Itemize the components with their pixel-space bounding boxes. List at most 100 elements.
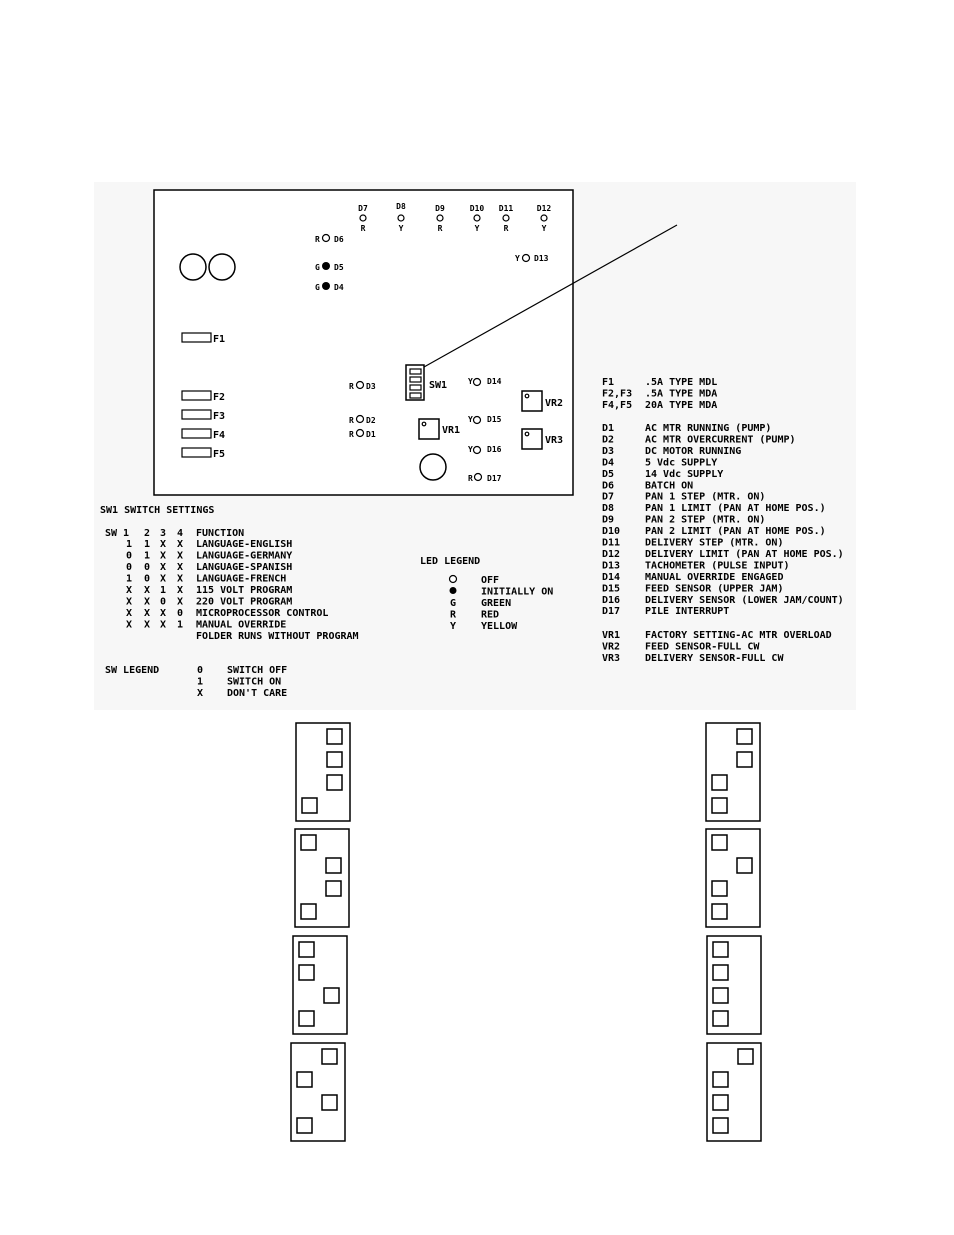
- sw1-callout-line: [423, 224, 678, 368]
- led-d6-color: R: [315, 235, 320, 244]
- led-d3-id: D3: [366, 382, 376, 391]
- led-d14-id: D14: [487, 377, 502, 386]
- led-d4-icon: [322, 282, 330, 290]
- switch-row-sw4: 0: [177, 608, 183, 619]
- fuse-f2: F2: [181, 390, 225, 403]
- led-d6: R D6: [315, 233, 344, 244]
- fuse-legend-id: F2,F3: [602, 389, 632, 400]
- sw1-label: SW1: [429, 380, 447, 391]
- led-d1-color: R: [349, 430, 354, 439]
- switch-row-sw3: X: [160, 562, 166, 573]
- led-legend-id: D14: [602, 572, 620, 583]
- pot-vr1-dot: [421, 421, 427, 427]
- pot-vr2-label: VR2: [545, 398, 563, 409]
- led-d4-id: D4: [334, 283, 344, 292]
- switch-row-function: LANGUAGE-GERMANY: [196, 551, 292, 562]
- switch-row-function: 220 VOLT PROGRAM: [196, 597, 292, 608]
- led-legend-description: 14 Vdc SUPPLY: [645, 469, 723, 480]
- pot-legend-text: DELIVERY SENSOR-FULL CW: [645, 653, 784, 664]
- sw-legend-symbol: 1: [197, 677, 203, 688]
- led-d1-id: D1: [366, 430, 376, 439]
- pot-vr2-dot: [524, 393, 530, 399]
- dip-toggle-left: [712, 987, 729, 1004]
- dip-toggle-left: [712, 941, 729, 958]
- fuse-legend-text: .5A TYPE MDL: [645, 377, 717, 388]
- dip-toggle-left: [298, 964, 315, 981]
- fuse-f5: F5: [181, 447, 225, 460]
- switch-row-sw3: X: [160, 539, 166, 550]
- led-d13-icon: [521, 253, 531, 263]
- fuse-f1-label: F1: [213, 334, 225, 345]
- dip-diagram-left-3: [292, 935, 348, 1035]
- led-d10: D10 Y: [470, 204, 485, 233]
- sw1-toggle-4: [409, 392, 422, 399]
- sw-legend-title: SW LEGEND: [105, 665, 159, 676]
- led-legend-id: D6: [602, 480, 614, 491]
- led-d8: D8 Y: [396, 202, 406, 233]
- switch-row-sw3: X: [160, 608, 166, 619]
- led-d16-icon: [472, 445, 482, 455]
- led-legend-id: D8: [602, 503, 614, 514]
- fuse-legend-text: .5A TYPE MDA: [645, 389, 717, 400]
- led-d10-id: D10: [470, 204, 485, 213]
- led-d5-icon: [322, 262, 330, 270]
- led-d17-icon: [473, 472, 483, 482]
- led-d1-icon: [355, 428, 365, 438]
- led-legend-id: D12: [602, 549, 620, 560]
- led-legend-description: PILE INTERRUPT: [645, 606, 729, 617]
- switch-settings-header-sw1: SW 1: [105, 528, 129, 539]
- pot-legend-id: VR1: [602, 630, 620, 641]
- dip-toggle-right: [326, 728, 343, 745]
- led-legend-id: D9: [602, 515, 614, 526]
- led-d7: D7 R: [358, 204, 368, 233]
- led-d4: G D4: [315, 282, 344, 292]
- switch-row-sw3: X: [160, 574, 166, 585]
- pot-vr3-label: VR3: [545, 435, 563, 446]
- led-d1: R D1: [349, 428, 376, 439]
- switch-settings-title: SW1 SWITCH SETTINGS: [100, 505, 214, 516]
- led-d8-color: Y: [399, 224, 404, 233]
- led-legend-id: D2: [602, 434, 614, 445]
- fuse-legend-id: F4,F5: [602, 400, 632, 411]
- led-d8-icon: [397, 214, 405, 222]
- dip-toggle-left: [298, 1010, 315, 1027]
- switch-row-sw1: X: [126, 585, 132, 596]
- led-d3: R D3: [349, 380, 376, 391]
- switch-row-sw4: X: [177, 574, 183, 585]
- led-legend-text: RED: [481, 610, 499, 621]
- switch-row-sw1: X: [126, 608, 132, 619]
- dip-toggle-left: [711, 880, 728, 897]
- pot-vr3: VR3: [521, 428, 563, 450]
- circuit-board-outline: [153, 189, 574, 496]
- dip-toggle-left: [711, 834, 728, 851]
- led-d11-color: R: [504, 224, 509, 233]
- switch-row-function: LANGUAGE-ENGLISH: [196, 539, 292, 550]
- switch-row-sw4: 1: [177, 620, 183, 631]
- led-d4-color: G: [315, 283, 320, 292]
- led-legend-text: YELLOW: [481, 621, 518, 632]
- led-legend-text: OFF: [481, 575, 499, 586]
- switch-row-sw1: 1: [126, 574, 132, 585]
- led-legend-description: PAN 2 STEP (MTR. ON): [645, 515, 765, 526]
- led-d10-color: Y: [475, 224, 480, 233]
- led-d12-id: D12: [537, 204, 552, 213]
- dip-diagram-right-3: [706, 935, 762, 1035]
- led-d7-color: R: [361, 224, 366, 233]
- led-legend-id: D5: [602, 469, 614, 480]
- dip-toggle-right: [736, 728, 753, 745]
- dip-toggle-right: [323, 987, 340, 1004]
- led-d17: R D17: [468, 472, 502, 483]
- fuse-f2-icon: [181, 390, 212, 401]
- led-d14-icon: [472, 377, 482, 387]
- led-legend-title: LED LEGEND: [420, 556, 480, 567]
- led-legend-symbol: Y: [450, 621, 456, 632]
- led-legend-id: D17: [602, 606, 620, 617]
- led-legend-id: D10: [602, 526, 620, 537]
- dip-toggle-left: [300, 903, 317, 920]
- led-legend-symbol: G: [450, 598, 456, 609]
- fuse-f5-label: F5: [213, 449, 225, 460]
